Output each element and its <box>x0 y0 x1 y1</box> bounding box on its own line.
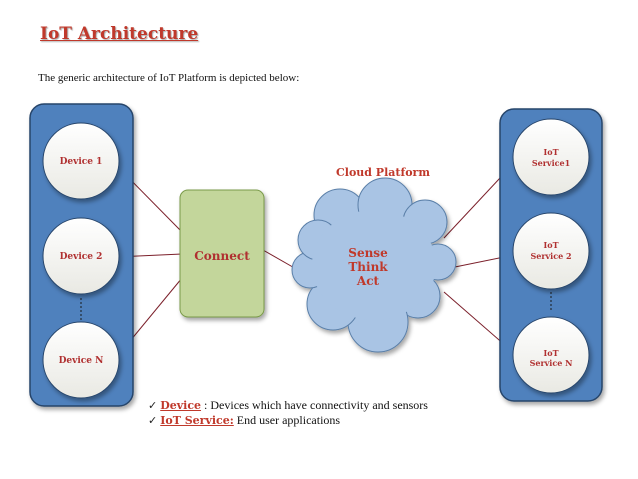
device-label: Device N <box>59 356 104 366</box>
device-node: Device 1 <box>42 122 120 200</box>
legend-term: Device <box>160 399 202 412</box>
connect-node: Connect <box>179 189 265 318</box>
page-subtitle: The generic architecture of IoT Platform… <box>38 72 300 84</box>
service-label-line: Service 2 <box>530 251 571 261</box>
cloud-platform-title: Cloud Platform <box>336 166 430 179</box>
service-label-line: Service1 <box>532 158 570 168</box>
connect-label: Connect <box>194 249 250 263</box>
legend-item: ✓Device : Devices which have connectivit… <box>148 398 428 413</box>
service-label-line: IoT <box>543 240 558 250</box>
checkmark-icon: ✓ <box>148 414 158 427</box>
service-label-line: Service N <box>530 358 573 368</box>
device-node: Device 2 <box>42 217 120 295</box>
legend-description: Devices which have connectivity and sens… <box>210 398 428 412</box>
device-label: Device 1 <box>60 157 103 167</box>
cloud-line: Sense <box>348 246 388 260</box>
service-node: IoT Service1 <box>512 118 590 196</box>
page-title: IoT Architecture <box>40 24 199 44</box>
service-label-line: IoT <box>543 147 558 157</box>
service-node: IoT Service N <box>512 316 590 394</box>
legend: ✓Device : Devices which have connectivit… <box>148 398 428 428</box>
legend-description: End user applications <box>236 413 341 427</box>
legend-separator: : <box>201 398 211 412</box>
service-label-line: IoT <box>543 348 558 358</box>
service-node: IoT Service 2 <box>512 212 590 290</box>
checkmark-icon: ✓ <box>148 399 158 412</box>
device-node: Device N <box>42 321 120 399</box>
legend-item: ✓IoT Service: End user applications <box>148 413 428 428</box>
cloud-line: Act <box>356 274 380 288</box>
legend-term: IoT Service: <box>160 414 234 427</box>
cloud-node <box>291 177 457 353</box>
device-label: Device 2 <box>60 252 103 262</box>
cloud-line: Think <box>348 260 388 274</box>
